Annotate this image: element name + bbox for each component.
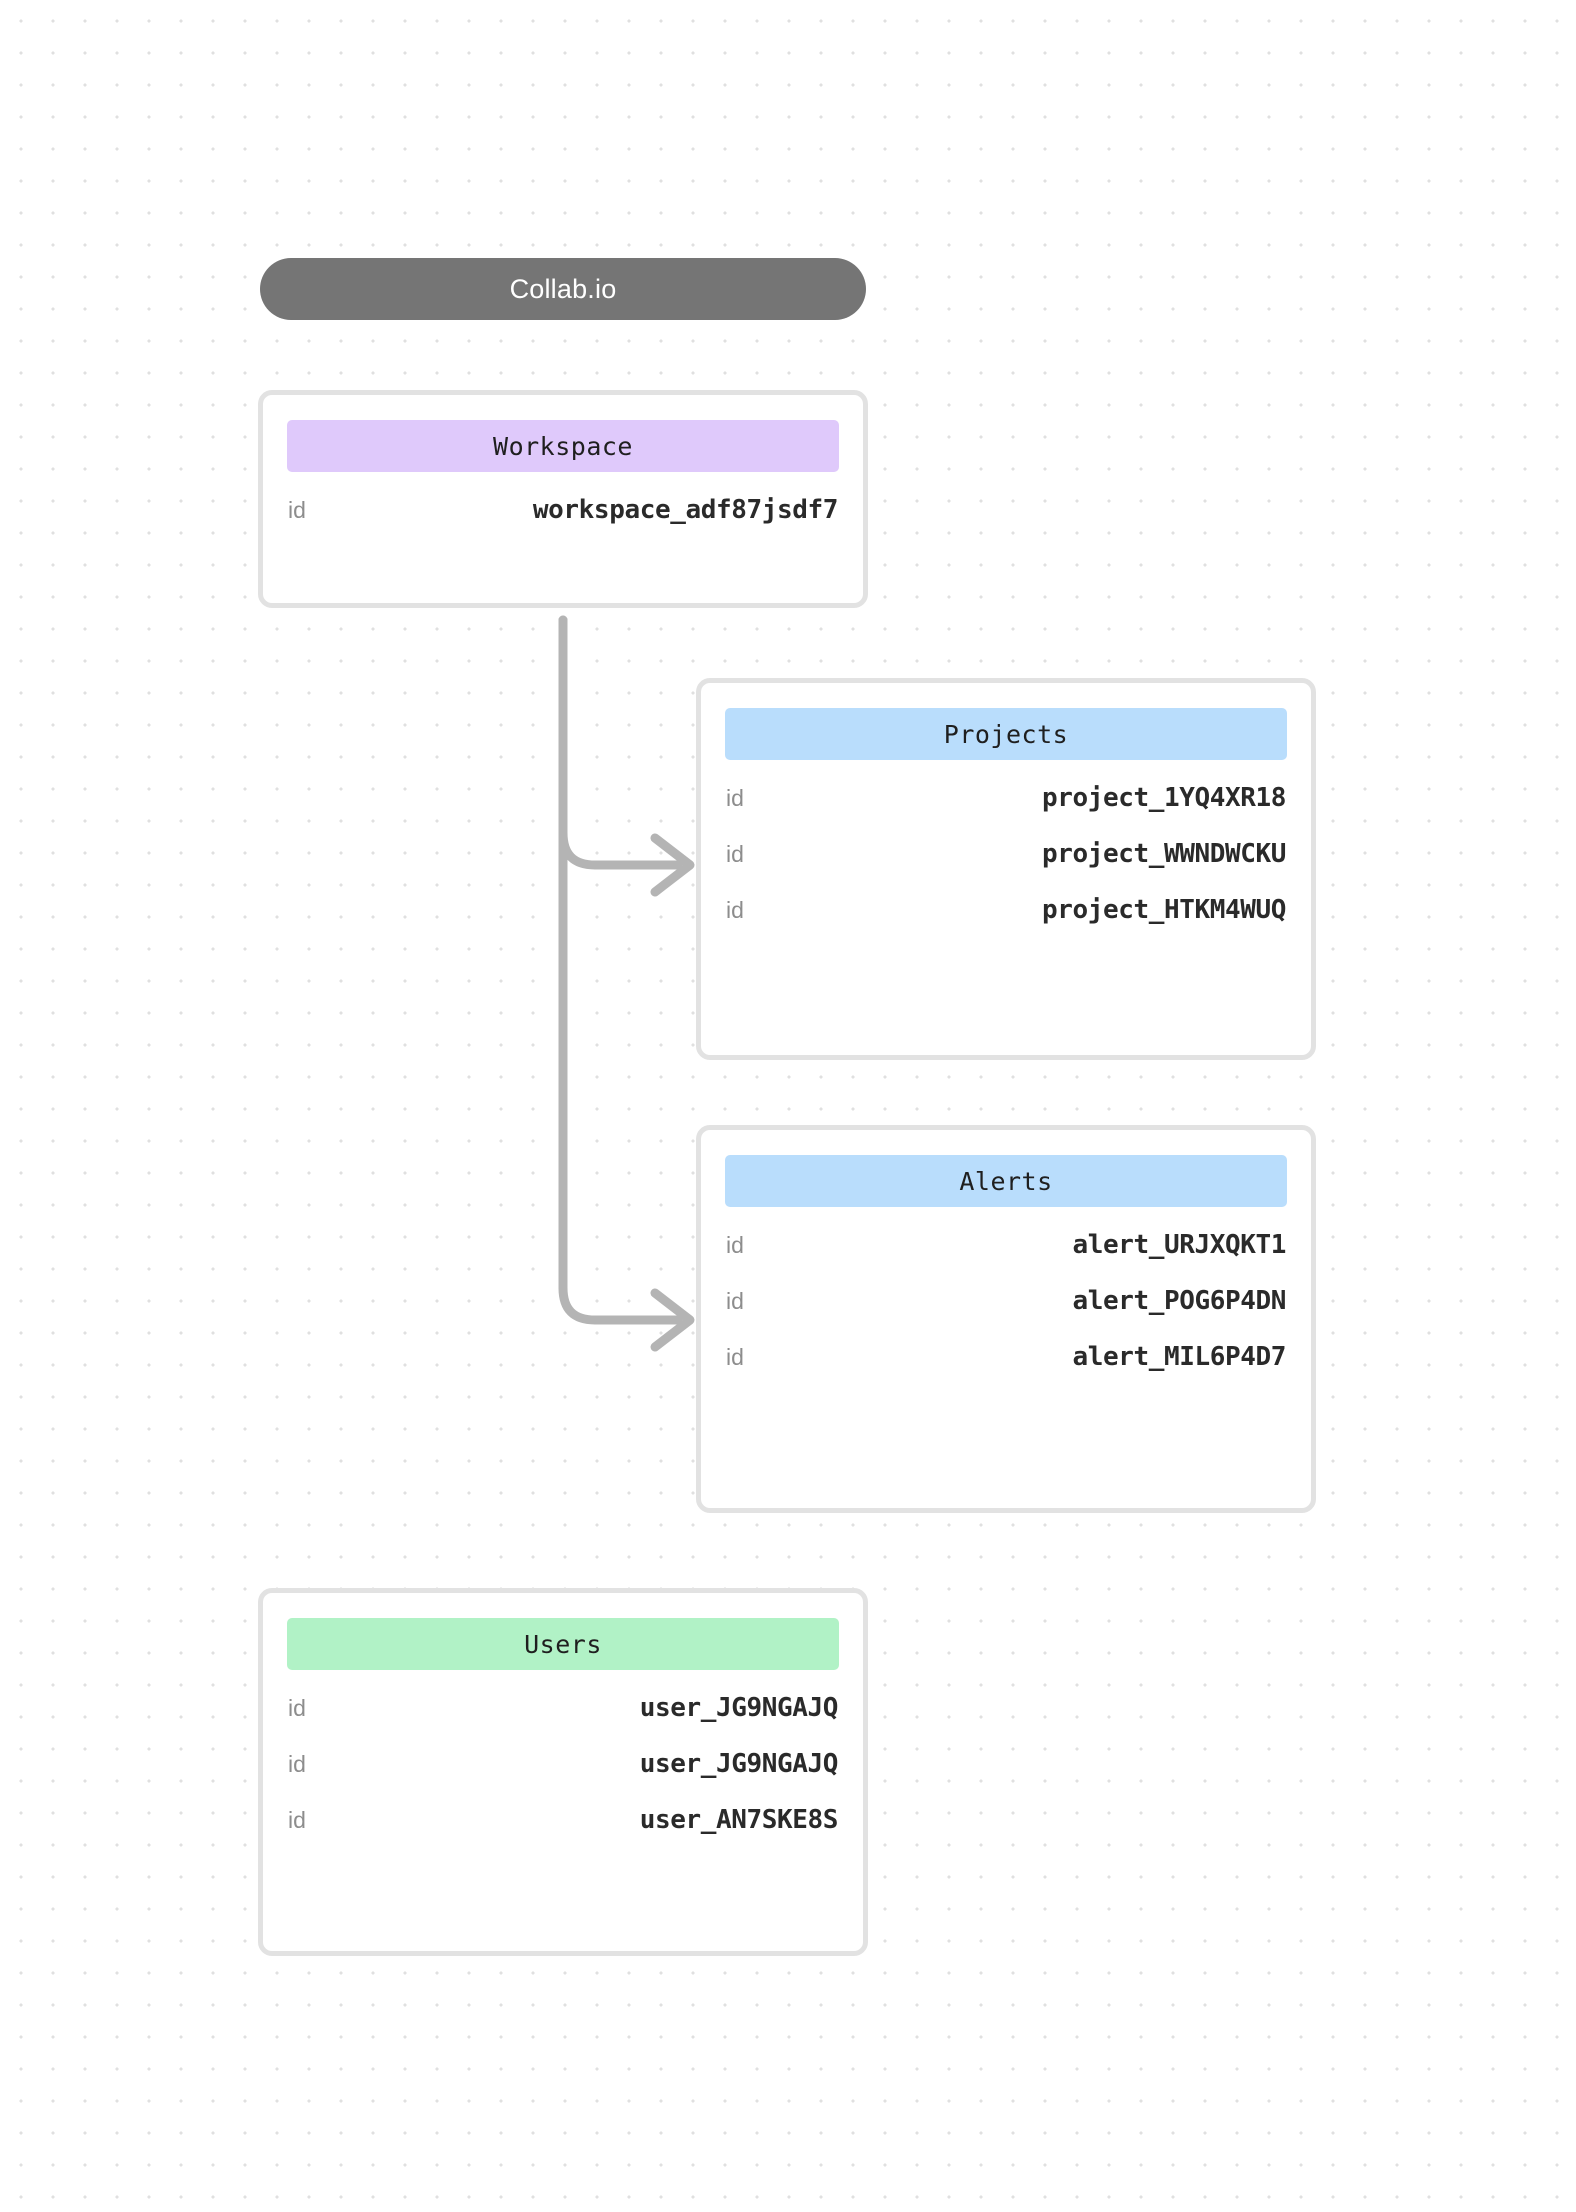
brand-label: Collab.io — [509, 273, 617, 304]
row-value: alert_MIL6P4D7 — [1072, 1342, 1286, 1372]
row-value: user_JG9NGAJQ — [639, 1693, 839, 1723]
row-value: project_1YQ4XR18 — [1041, 783, 1286, 813]
arrowhead-alerts-icon — [650, 1288, 695, 1352]
entity-card-title-alerts: Alerts — [725, 1155, 1287, 1207]
row-key: id — [288, 1750, 306, 1777]
brand-pill[interactable]: Collab.io — [260, 258, 866, 320]
table-row[interactable]: id alert_URJXQKT1 — [723, 1217, 1289, 1273]
row-key: id — [726, 1287, 744, 1314]
entity-rows-projects: id project_1YQ4XR18 id project_WWNDWCKU … — [723, 760, 1289, 938]
entity-rows-workspace: id workspace_adf87jsdf7 — [285, 472, 841, 538]
entity-card-projects[interactable]: Projects id project_1YQ4XR18 id project_… — [696, 678, 1316, 1060]
table-row[interactable]: id alert_POG6P4DN — [723, 1273, 1289, 1329]
row-key: id — [288, 1694, 306, 1721]
table-row[interactable]: id user_JG9NGAJQ — [285, 1736, 841, 1792]
row-value: workspace_adf87jsdf7 — [532, 495, 838, 525]
table-row[interactable]: id user_JG9NGAJQ — [285, 1680, 841, 1736]
row-value: alert_POG6P4DN — [1072, 1286, 1286, 1316]
row-key: id — [726, 1231, 744, 1258]
entity-card-alerts[interactable]: Alerts id alert_URJXQKT1 id alert_POG6P4… — [696, 1125, 1316, 1513]
entity-rows-users: id user_JG9NGAJQ id user_JG9NGAJQ id use… — [285, 1670, 841, 1848]
table-row[interactable]: id alert_MIL6P4D7 — [723, 1329, 1289, 1385]
entity-card-title-workspace: Workspace — [287, 420, 839, 472]
table-row[interactable]: id project_1YQ4XR18 — [723, 770, 1289, 826]
table-row[interactable]: id project_WWNDWCKU — [723, 826, 1289, 882]
row-value: project_WWNDWCKU — [1041, 839, 1286, 869]
entity-card-title-users: Users — [287, 1618, 839, 1670]
arrowhead-projects-icon — [650, 833, 695, 897]
row-value: project_HTKM4WUQ — [1041, 895, 1286, 925]
row-key: id — [288, 1806, 306, 1833]
row-key: id — [726, 840, 744, 867]
entity-card-title-projects: Projects — [725, 708, 1287, 760]
row-value: user_AN7SKE8S — [639, 1805, 839, 1835]
row-key: id — [726, 784, 744, 811]
row-value: alert_URJXQKT1 — [1072, 1230, 1286, 1260]
connector-workspace-to-projects — [558, 615, 683, 870]
table-row[interactable]: id workspace_adf87jsdf7 — [285, 482, 841, 538]
row-key: id — [726, 896, 744, 923]
table-row[interactable]: id project_HTKM4WUQ — [723, 882, 1289, 938]
entity-rows-alerts: id alert_URJXQKT1 id alert_POG6P4DN id a… — [723, 1207, 1289, 1385]
connector-workspace-to-alerts — [558, 615, 683, 1325]
row-key: id — [726, 1343, 744, 1370]
table-row[interactable]: id user_AN7SKE8S — [285, 1792, 841, 1848]
entity-card-users[interactable]: Users id user_JG9NGAJQ id user_JG9NGAJQ … — [258, 1588, 868, 1956]
row-value: user_JG9NGAJQ — [639, 1749, 839, 1779]
entity-card-workspace[interactable]: Workspace id workspace_adf87jsdf7 — [258, 390, 868, 608]
row-key: id — [288, 496, 306, 523]
